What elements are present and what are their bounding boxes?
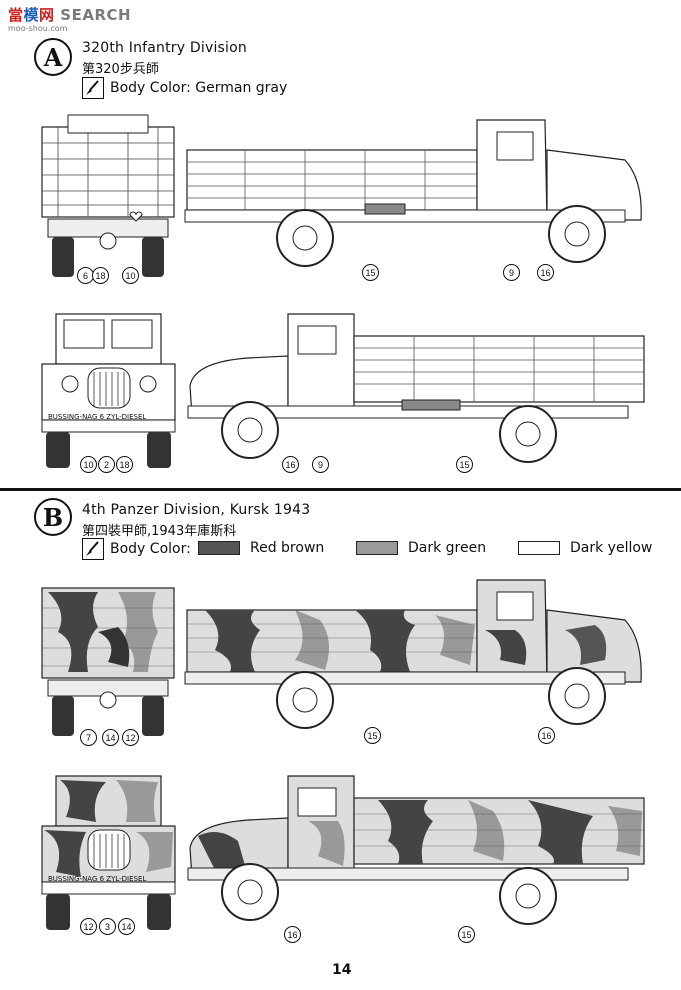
section-a-title: 320th Infantry Division xyxy=(82,40,247,56)
truck-b-side-view-front-facing xyxy=(187,775,645,925)
callout-a-side-b-2: 9 xyxy=(312,456,329,473)
legend-red-brown: Red brown xyxy=(198,540,324,556)
dark-green-swatch xyxy=(356,541,398,555)
section-b-subtitle: 第四裝甲師,1943年庫斯科 xyxy=(82,524,237,539)
truck-a-side-view-rear-facing xyxy=(184,119,642,267)
truck-b-rear-view xyxy=(41,587,175,736)
truck-b-front-view xyxy=(41,775,176,930)
callout-a-side-3: 16 xyxy=(537,264,554,281)
callout-a-front-1: 10 xyxy=(80,456,97,473)
legend-dark-yellow: Dark yellow xyxy=(518,540,652,556)
truck-a-rear-view xyxy=(41,114,175,277)
section-b-title: 4th Panzer Division, Kursk 1943 xyxy=(82,502,311,518)
dark-yellow-swatch xyxy=(518,541,560,555)
legend-dark-green: Dark green xyxy=(356,540,486,556)
callout-b-side-b-1: 16 xyxy=(284,926,301,943)
section-a-body-color: Body Color: German gray xyxy=(82,77,287,99)
red-brown-swatch xyxy=(198,541,240,555)
truck-a-front-view xyxy=(41,313,176,468)
callout-a-rear-1: 6 xyxy=(77,267,94,284)
watermark-url: moo-shou.com xyxy=(8,24,68,33)
callout-b-side-1: 15 xyxy=(364,727,381,744)
callout-a-rear-2: 18 xyxy=(92,267,109,284)
front-plate-b: BUSSING-NAG 6 ZYL-DIESEL xyxy=(48,875,147,883)
section-b-badge: B xyxy=(34,498,72,536)
section-a-subtitle: 第320步兵師 xyxy=(82,62,159,77)
front-plate-a: BUSSING-NAG 6 ZYL-DIESEL xyxy=(48,413,147,421)
callout-a-front-2: 2 xyxy=(98,456,115,473)
body-color-text: Body Color: German gray xyxy=(110,80,288,96)
callout-b-front-1: 12 xyxy=(80,918,97,935)
page-number: 14 xyxy=(332,962,352,978)
body-color-label: Body Color: xyxy=(110,541,191,557)
paint-brush-icon xyxy=(82,77,104,99)
callout-b-side-2: 16 xyxy=(538,727,555,744)
callout-b-rear-1: 7 xyxy=(80,729,97,746)
callout-b-rear-2: 14 xyxy=(102,729,119,746)
section-b-body-color: Body Color: xyxy=(82,538,191,560)
callout-a-side-b-3: 15 xyxy=(456,456,473,473)
truck-b-side-view-rear-facing xyxy=(184,579,642,729)
callout-a-front-3: 18 xyxy=(116,456,133,473)
truck-a-side-view-front-facing xyxy=(187,313,645,463)
callout-b-front-2: 3 xyxy=(99,918,116,935)
section-divider xyxy=(0,488,681,491)
callout-a-side-2: 9 xyxy=(503,264,520,281)
callout-b-front-3: 14 xyxy=(118,918,135,935)
callout-a-side-b-1: 16 xyxy=(282,456,299,473)
callout-b-rear-3: 12 xyxy=(122,729,139,746)
callout-a-side-1: 15 xyxy=(362,264,379,281)
paint-brush-icon xyxy=(82,538,104,560)
callout-b-side-b-2: 15 xyxy=(458,926,475,943)
site-watermark: 當模网 SEARCH xyxy=(8,6,132,24)
callout-a-rear-3: 10 xyxy=(122,267,139,284)
section-a-badge: A xyxy=(34,38,72,76)
